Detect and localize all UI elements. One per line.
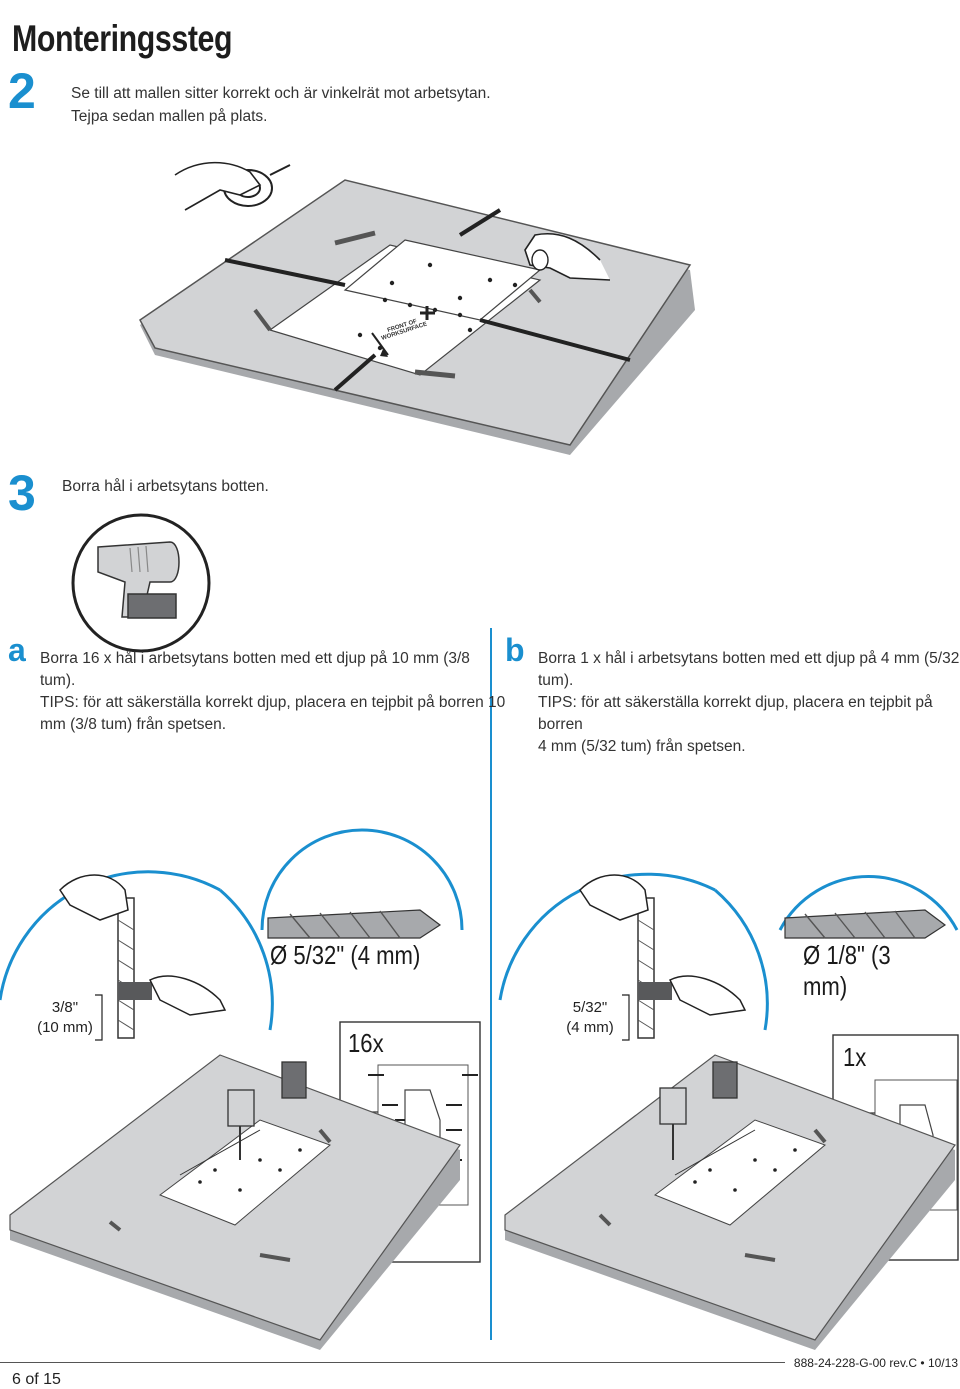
substep-b-line-3: TIPS: för att säkerställa korrekt djup, … [538,694,933,733]
substep-a-depth-label-1: 3/8" [51,999,79,1016]
step-2-number: 2 [8,63,36,119]
substep-a-depth-label-2: (10 mm) [37,1019,93,1036]
substep-b-text: Borra 1 x hål i arbetsytans botten med e… [538,648,960,758]
footer-rule [0,1362,785,1363]
template-taping-illustration: FRONT OF WORKSURFACE [139,161,695,455]
footer-document-code: 888-24-228-G-00 rev.C • 10/13 [793,1356,958,1370]
step-3-text: Borra hål i arbetsytans botten. [62,478,269,495]
substep-a-line-3: TIPS: för att säkerställa korrekt djup, … [40,694,506,711]
step-2-line-1: Se till att mallen sitter korrekt och är… [71,85,491,102]
substep-b-line-4: 4 mm (5/32 tum) från spetsen. [538,738,746,755]
step-2-line-2: Tejpa sedan mallen på plats. [71,108,268,125]
substep-b-depth-label-1: 5/32" [572,999,608,1016]
substep-a-count-label: 16x [348,1028,384,1058]
step-3-number: 3 [8,465,36,521]
step-2-text: Se till att mallen sitter korrekt och är… [71,82,491,128]
substep-a-line-4: mm (3/8 tum) från spetsen. [40,716,227,733]
substep-b-depth-label-2: (4 mm) [566,1019,614,1036]
substep-a-letter: a [8,632,26,668]
footer-page-number: 6 of 15 [12,1371,61,1388]
substep-b-count-label: 1x [843,1042,867,1072]
substep-b-bit-label: Ø 1/8" (3 mm) [803,940,891,1001]
substep-b-illustration: 5/32" (4 mm) Ø 1/8" (3 mm) 1x [498,872,959,1350]
substep-b-line-2: tum). [538,672,574,689]
substep-a-line-2: tum). [40,672,76,689]
substep-b-letter: b [505,632,525,668]
substep-a-illustration: 3/8" (10 mm) Ø 5/32" (4 mm) 16x [0,828,481,1350]
column-divider [490,628,492,1340]
substep-a-bit-label: Ø 5/32" (4 mm) [270,940,421,970]
substep-a-line-1: Borra 16 x hål i arbetsytans botten med … [40,650,470,667]
substep-b-line-1: Borra 1 x hål i arbetsytans botten med e… [538,650,960,667]
substep-a-text: Borra 16 x hål i arbetsytans botten med … [40,648,505,736]
drill-icon [71,513,211,653]
page-title: Monteringssteg [12,18,233,59]
